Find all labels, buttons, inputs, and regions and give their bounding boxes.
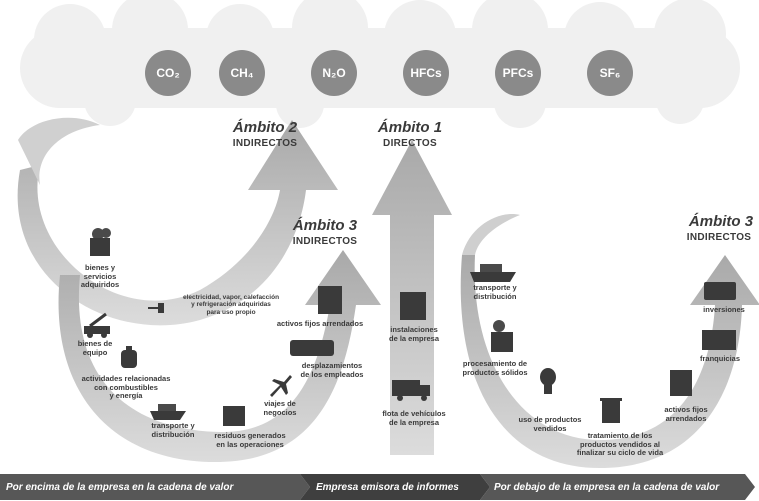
label-use-of-products: uso de productos vendidos: [518, 415, 582, 433]
truck-icon: [392, 380, 430, 401]
recycle-bin-icon: [600, 398, 622, 423]
label-company-vehicles: flota de vehículos de la empresa: [382, 409, 446, 427]
label-company-facilities: instalaciones de la empresa: [388, 325, 440, 343]
label-purchased-goods: bienes y servicios adquiridos: [80, 263, 120, 290]
gas-sf6: SF₆: [587, 50, 633, 96]
label-upstream-leased-assets: activos fijos arrendados: [276, 319, 364, 328]
building-icon: [318, 286, 342, 314]
cloud-band: [20, 0, 740, 128]
label-franchises: franquicias: [699, 354, 740, 363]
company-building-icon: [400, 292, 426, 320]
label-business-travel: viajes de negocios: [263, 399, 297, 417]
gas-hfcs: HFCs: [403, 50, 449, 96]
money-icon: [704, 282, 736, 300]
label-commuting: desplazamientos de los empleados: [300, 361, 364, 379]
label-downstream-leased-assets: activos fijos arrendados: [664, 405, 708, 423]
scope1-subtitle: DIRECTOS: [383, 138, 437, 149]
label-fuel-energy: actividades relacionadas con combustible…: [81, 374, 171, 401]
scope3-downstream-swoosh: [460, 255, 759, 468]
plug-icon: [148, 303, 164, 313]
waste-container-icon: [223, 406, 245, 426]
label-waste: residuos generados en las operaciones: [214, 431, 286, 449]
leased-building-icon: [670, 370, 692, 396]
label-investments: inversiones: [703, 305, 745, 314]
ship-icon: [150, 404, 186, 420]
scope3-downstream-subtitle: INDIRECTOS: [686, 232, 752, 243]
processing-plant-icon: [491, 320, 513, 352]
fuel-barrel-icon: [121, 346, 137, 368]
scope3-downstream-top: [462, 214, 520, 255]
label-processing: procesamiento de productos sólidos: [462, 359, 528, 377]
footer-downstream: Por debajo de la empresa en la cadena de…: [494, 482, 720, 493]
gas-n2o: N₂O: [311, 50, 357, 96]
label-upstream-transport: transporte y distribución: [151, 421, 195, 439]
scope2-swoosh: [17, 120, 339, 326]
crane-truck-icon: [84, 312, 110, 338]
gas-co2: CO₂: [145, 50, 191, 96]
scope3-downstream-title: Ámbito 3: [688, 213, 754, 230]
scope3-upstream-title: Ámbito 3: [292, 217, 358, 234]
store-icon: [702, 330, 736, 350]
gas-ch4: CH₄: [219, 50, 265, 96]
label-end-of-life: tratamiento de los productos vendidos al…: [576, 431, 664, 458]
gas-pfcs: PFCs: [495, 50, 541, 96]
footer-reporting-company: Empresa emisora de informes: [316, 482, 459, 493]
factory-icon: [90, 228, 111, 256]
scope1-title: Ámbito 1: [377, 119, 443, 136]
footer-ribbon: [0, 474, 755, 500]
lightbulb-icon: [540, 368, 556, 394]
scope2-swoosh-shadow: [18, 117, 100, 185]
scope2-title: Ámbito 2: [232, 119, 298, 136]
scope3-upstream-swoosh: [58, 250, 381, 463]
label-electricity: electricidad, vapor, calefacción y refri…: [182, 294, 280, 316]
footer-upstream: Por encima de la empresa en la cadena de…: [6, 482, 234, 493]
label-downstream-transport: transporte y distribución: [473, 283, 517, 301]
train-icon: [290, 340, 334, 356]
airplane-icon: [270, 375, 292, 397]
scope3-upstream-subtitle: INDIRECTOS: [292, 236, 358, 247]
scope2-subtitle: INDIRECTOS: [232, 138, 298, 149]
label-capital-goods: bienes de equipo: [77, 339, 113, 357]
ship-icon-downstream: [470, 264, 516, 282]
